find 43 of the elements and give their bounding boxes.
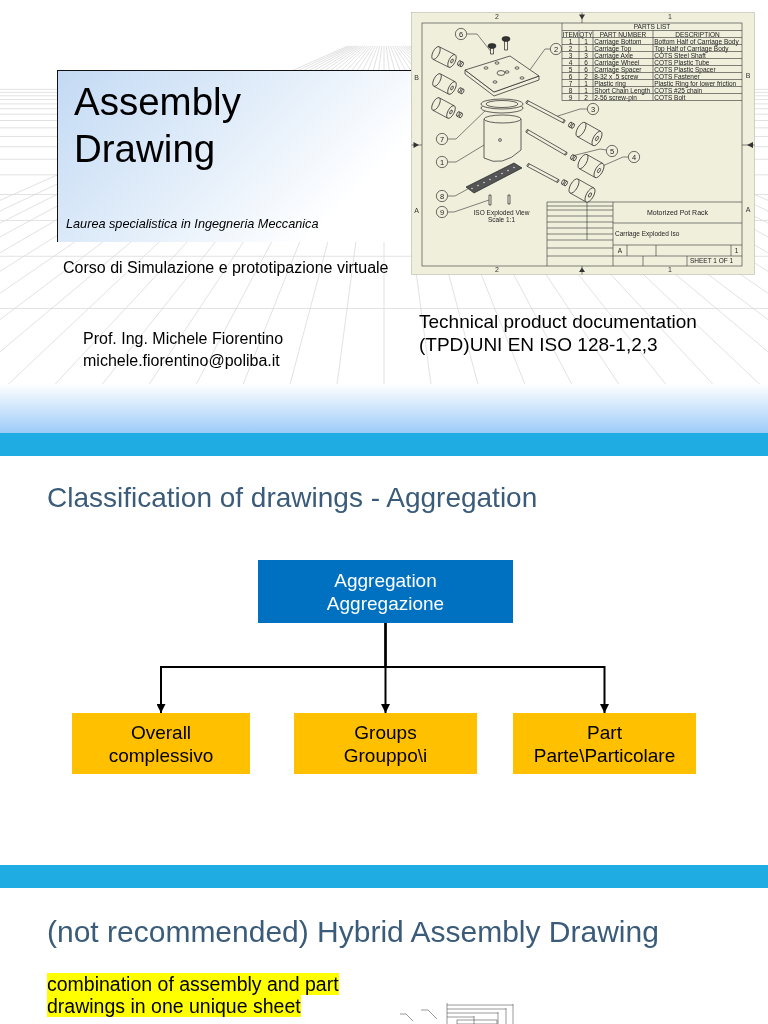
connector-arrow — [384, 622, 609, 714]
box-label: Parte\Particolare — [533, 743, 676, 767]
carriage-body-drawing — [483, 114, 522, 162]
leader-line — [447, 144, 485, 163]
divider-band — [0, 433, 768, 456]
title-panel — [57, 70, 411, 242]
divider-band — [0, 865, 768, 888]
box-label: Overall — [130, 720, 192, 744]
pin-drawing — [488, 194, 492, 206]
highlighted-note: combination of assembly and part drawings in one unique sheet — [47, 973, 340, 1017]
root-box — [258, 560, 513, 623]
box-label: Part — [587, 720, 622, 744]
top-plate-drawing — [464, 55, 540, 97]
box-label: Aggregazione — [326, 591, 445, 615]
box-label: Aggregation — [334, 568, 437, 592]
leader-line — [603, 156, 629, 166]
slide-title: Assembly Drawing — [74, 79, 242, 172]
course-subtitle: Laurea specialistica in Ingegneria Meccanica — [66, 216, 319, 232]
author-name: Prof. Ing. Michele Fiorentino — [83, 329, 284, 349]
leader-line — [447, 110, 486, 140]
chain-drawing — [465, 162, 523, 194]
box-label: complessivo — [108, 743, 214, 767]
category-box — [513, 713, 696, 774]
category-box — [72, 713, 250, 774]
leader-line — [447, 199, 490, 213]
course-name: Corso di Simulazione e prototipazione virtuale — [63, 258, 389, 278]
screw-drawing — [487, 43, 497, 55]
standard-reference: Technical product documentation (TPD)UNI EN ISO 128-1,2,3 — [419, 309, 698, 356]
slide-heading: Classification of drawings - Aggregation — [47, 481, 538, 515]
leader-line — [466, 33, 491, 52]
shaft-drawing — [525, 100, 566, 124]
slide-heading: (not recommended) Hybrid Assembly Drawing — [47, 914, 659, 950]
spacer-drawing — [570, 154, 577, 162]
category-box — [294, 713, 477, 774]
email-address: michele.fiorentino@poliba.it — [83, 351, 280, 371]
ring-drawing — [480, 98, 524, 114]
box-label: Groups — [354, 720, 417, 744]
leader-line — [447, 188, 470, 197]
box-label: Grouppo\i — [343, 743, 428, 767]
leader-line — [557, 108, 588, 117]
leader-line — [573, 148, 607, 156]
wheel-drawing — [577, 153, 605, 179]
leader-line — [529, 48, 551, 71]
